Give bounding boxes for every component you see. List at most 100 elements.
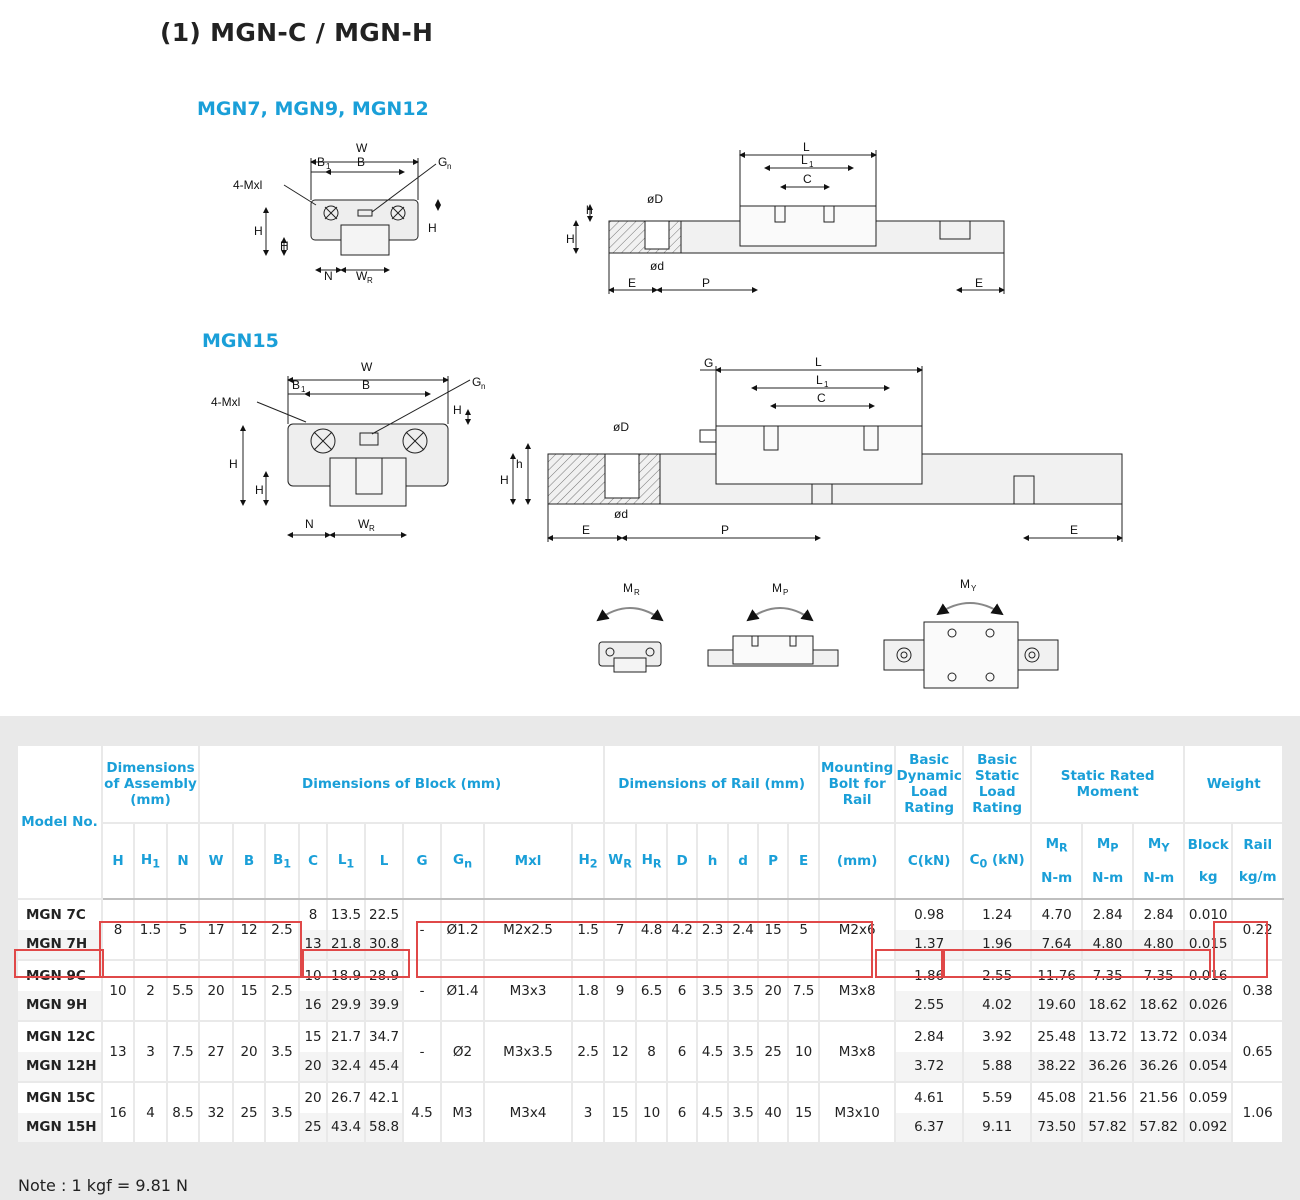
header-weight: Weight (1184, 746, 1285, 824)
cell-e: 10 (788, 1020, 821, 1082)
cell-h: 4.5 (697, 1020, 730, 1082)
cell-l1: 21.7 (327, 1020, 367, 1052)
cell-n: 7.5 (167, 1020, 201, 1082)
cell-c: 20 (299, 1051, 329, 1082)
cell-block: 0.016 (1184, 959, 1234, 991)
cell-g: 4.5 (403, 1081, 443, 1142)
label-l1-large: L (816, 373, 823, 387)
cell-n: 5 (167, 898, 201, 960)
cell-w: 20 (199, 959, 235, 1021)
cell-b: 25 (233, 1081, 267, 1142)
cell-cdyn: 2.84 (895, 1020, 965, 1052)
label-od-small-large: ød (614, 507, 628, 521)
label-h2-large: H (453, 403, 462, 417)
cell-w: 17 (199, 898, 235, 960)
cell-p: 20 (758, 959, 790, 1021)
cell-b1: 2.5 (265, 959, 301, 1021)
label-od: øD (647, 192, 663, 206)
cell-l: 58.8 (365, 1112, 405, 1142)
cell-h: 13 (102, 1020, 135, 1082)
spec-table-band: Model No. Dimensions of Assembly (mm) Di… (0, 716, 1300, 1200)
cell-bolt: M2x6 (819, 898, 897, 960)
cell-g: - (403, 959, 443, 1021)
label-w-large: W (361, 360, 373, 374)
col-hr: HR (636, 823, 669, 900)
col-dyn-unit: C(kN) (895, 823, 965, 900)
label-n: N (324, 269, 333, 283)
cell-b1: 2.5 (265, 898, 301, 960)
cell-mr: 38.22 (1031, 1051, 1084, 1082)
cell-block: 0.026 (1184, 990, 1234, 1021)
col-mxl: Mxl (484, 823, 574, 900)
cell-mr: 4.70 (1031, 898, 1084, 930)
cell-wr: 9 (604, 959, 638, 1021)
label-c-large: C (817, 391, 826, 405)
header-dynamic: Basic Dynamic Load Rating (895, 746, 965, 824)
cell-model: MGN 7H (18, 929, 103, 960)
front-view-small (263, 158, 441, 273)
cell-model: MGN 12H (18, 1051, 103, 1082)
cell-mp: 4.80 (1082, 929, 1135, 960)
label-h1-large: H (255, 483, 264, 497)
cell-h: 16 (102, 1081, 135, 1142)
col-l1: L1 (327, 823, 367, 900)
label-mxl-large: 4-Mxl (211, 395, 240, 409)
label-h-small-large: h (516, 457, 523, 471)
moment-my-diagram (883, 602, 1059, 689)
label-gn: G (438, 155, 447, 169)
moment-mr-diagram (596, 607, 664, 673)
col-w: W (199, 823, 235, 900)
cell-mxl: M2x2.5 (484, 898, 574, 960)
cell-mp: 18.62 (1082, 990, 1135, 1021)
cell-model: MGN 15C (18, 1081, 103, 1113)
label-b-large: B (362, 378, 370, 392)
cell-l1: 18.9 (327, 959, 367, 991)
cell-rail-weight: 1.06 (1232, 1081, 1285, 1142)
header-block: Dimensions of Block (mm) (199, 746, 606, 824)
col-d-small: d (728, 823, 760, 900)
moment-labels: M R M P M Y (623, 577, 977, 597)
label-hr-large: H (500, 473, 509, 487)
cell-cdyn: 3.72 (895, 1051, 965, 1082)
cell-block: 0.092 (1184, 1112, 1234, 1142)
cell-hr: 4.8 (636, 898, 669, 960)
svg-text:R: R (369, 524, 375, 533)
cell-l: 28.9 (365, 959, 405, 991)
label-mr: M (623, 581, 633, 595)
cell-mp: 36.26 (1082, 1051, 1135, 1082)
cell-l: 30.8 (365, 929, 405, 960)
cell-d: 2.4 (728, 898, 760, 960)
label-mp: M (772, 581, 782, 595)
cell-cdyn: 2.55 (895, 990, 965, 1021)
cell-cdyn: 1.86 (895, 959, 965, 991)
cell-mp: 7.35 (1082, 959, 1135, 991)
col-p: P (758, 823, 790, 900)
front-view-large (240, 376, 471, 538)
front-view-large-labels: W B 1 B G n 4-Mxl H H H N W R (211, 360, 485, 533)
cell-gn: M3 (441, 1081, 486, 1142)
cell-h: 8 (102, 898, 135, 960)
cell-block: 0.059 (1184, 1081, 1234, 1113)
svg-text:n: n (481, 382, 485, 391)
label-od-small: ød (650, 259, 664, 273)
cell-rail-weight: 0.65 (1232, 1020, 1285, 1082)
cell-h2: 1.5 (572, 898, 606, 960)
cell-c0: 1.96 (963, 929, 1033, 960)
cell-c0: 1.24 (963, 898, 1033, 930)
label-b1-large: B (292, 378, 300, 392)
cell-g: - (403, 1020, 443, 1082)
cell-n: 8.5 (167, 1081, 201, 1142)
col-b: B (233, 823, 267, 900)
col-g: G (403, 823, 443, 900)
cell-mp: 21.56 (1082, 1081, 1135, 1113)
cell-h2: 1.8 (572, 959, 606, 1021)
cell-c: 16 (299, 990, 329, 1021)
side-view-small-labels: L L 1 C h H øD ød E P E (566, 140, 983, 290)
cell-n: 5.5 (167, 959, 201, 1021)
